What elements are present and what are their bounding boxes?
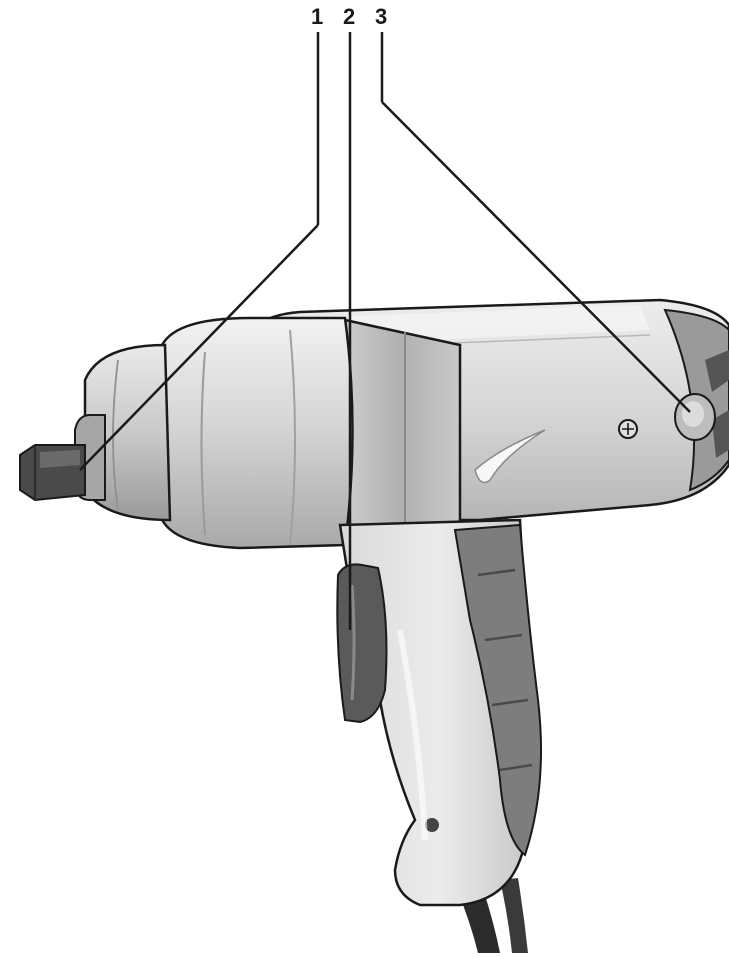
gearbox-collar [338, 318, 462, 547]
nose-cone [83, 343, 172, 522]
callout-label-1: 1 [311, 4, 324, 29]
leader-line-3-diag [381, 101, 691, 413]
trigger-switch [336, 563, 388, 724]
hammer-housing [158, 316, 354, 550]
callout-label-2: 2 [343, 4, 356, 29]
rear-vent-1 [705, 350, 729, 392]
grip-overmold [453, 523, 543, 857]
leader-line-1-diag [79, 224, 319, 471]
power-cord-2 [500, 878, 528, 953]
housing-swoosh [474, 429, 546, 484]
grip-hole [425, 818, 439, 832]
callout-label-3: 3 [375, 4, 388, 29]
rear-vent-2 [712, 410, 729, 458]
